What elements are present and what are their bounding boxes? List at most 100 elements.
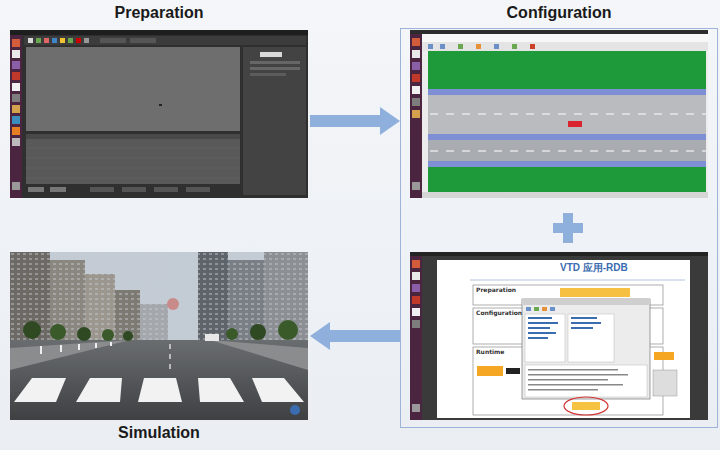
road-screenshot-part [422, 34, 708, 42]
road-screenshot-part [412, 98, 420, 106]
editor-screenshot-part [250, 61, 300, 64]
road-screenshot-part [512, 44, 517, 49]
slide-screenshot-part [528, 369, 618, 371]
slide-screenshot-part [654, 352, 674, 360]
slide-screenshot-part [412, 320, 420, 328]
section-label: Preparation [476, 287, 516, 294]
simulation-screenshot-part [76, 378, 122, 402]
slide-screenshot-part [571, 322, 601, 324]
section-label: Runtime [476, 349, 504, 356]
slide-screenshot-part [412, 296, 420, 304]
editor-screenshot-part [12, 116, 20, 124]
road-screenshot-part [412, 50, 420, 58]
simulation-screenshot-part [278, 320, 298, 340]
slide-screenshot-part [410, 256, 422, 420]
slide-screenshot-part [568, 314, 614, 362]
screenshot-panel: Simulation [10, 252, 310, 448]
simulation-screenshot-part [102, 329, 114, 341]
road-screenshot-part [412, 86, 420, 94]
editor-screenshot-part [10, 30, 308, 35]
arrow-shaft [310, 115, 381, 127]
editor-screenshot-part [10, 30, 308, 198]
slide-screenshot-part [528, 384, 623, 386]
road-screenshot-part [458, 44, 463, 49]
road-screenshot-part [530, 44, 535, 49]
simulation-screenshot-part [78, 344, 80, 350]
editor-screenshot-part [12, 138, 20, 146]
road-screenshot-part [430, 113, 706, 114]
road-screenshot-part [422, 192, 708, 198]
simulation-screenshot-part [40, 346, 42, 354]
slide-screenshot-part [528, 332, 556, 334]
slide-screenshot-part [412, 284, 420, 292]
simulation-screenshot-part [198, 378, 244, 402]
editor-screenshot-part [24, 36, 306, 45]
slide-screenshot-part [470, 280, 685, 281]
slide-screenshot-part [528, 374, 628, 376]
slide-screenshot-part [412, 272, 420, 280]
arrow-shaft [329, 330, 400, 342]
road-screenshot-part [428, 89, 706, 95]
editor-screenshot-part [26, 158, 240, 159]
screenshot-group: VTD 应用-RDBPreparationConfigurationRuntim… [400, 4, 720, 428]
slide-screenshot-part [526, 307, 531, 311]
editor-screenshot-part [12, 94, 20, 102]
slide-screenshot-part [571, 327, 593, 329]
slide-screenshot-part [525, 365, 647, 397]
editor-screenshot-part [186, 187, 210, 192]
simulation-screenshot-part [110, 342, 112, 346]
slide-screenshot-part [534, 307, 539, 311]
editor-screenshot-part [10, 35, 22, 198]
simulation-screenshot-part [250, 324, 266, 340]
slide-screenshot-part [560, 288, 630, 297]
editor-screenshot-part [250, 73, 286, 76]
road-screenshot-part [412, 38, 420, 46]
slide-screenshot-part [412, 260, 420, 268]
slide-screenshot-part [542, 307, 547, 311]
simulation-screenshot-part [169, 344, 171, 372]
road-screenshot-part [428, 161, 706, 167]
editor-screenshot-part [154, 187, 178, 192]
road-screenshot-part [422, 42, 708, 51]
road-screenshot-part [428, 167, 706, 192]
editor-screenshot-part [28, 187, 44, 192]
editor-screenshot-part [12, 105, 20, 113]
editor-screenshot-part [52, 38, 57, 43]
editor-screenshot-part [36, 38, 41, 43]
editor-screenshot-part [12, 72, 20, 80]
slide-screenshot-part [528, 379, 608, 381]
screenshot-panel: Preparation [10, 4, 310, 198]
simulation-screenshot-part [95, 343, 97, 348]
simulation-screenshot-part [252, 378, 304, 402]
road-screenshot-part [428, 51, 706, 89]
slide-screenshot-part [410, 252, 708, 256]
editor-screenshot-part [100, 38, 126, 43]
slide-screenshot-part [410, 252, 708, 420]
section-label: Configuration [476, 310, 522, 317]
editor-screenshot-part [12, 83, 20, 91]
editor-screenshot-part [130, 38, 156, 43]
simulation-screenshot-part [50, 324, 66, 340]
simulation-screenshot-part [198, 252, 308, 352]
simulation-screenshot-part [10, 252, 170, 352]
editor-screenshot-part [28, 38, 33, 43]
slide-screenshot-part [506, 368, 520, 374]
simulation-screenshot-part [138, 378, 182, 402]
road-screenshot-part [428, 140, 706, 161]
simulation-screenshot-part [167, 298, 179, 310]
road-screenshot-part [430, 150, 706, 151]
editor-screenshot-part [159, 104, 162, 106]
simulation-screenshot [10, 252, 308, 420]
road-screenshot-part [568, 121, 582, 127]
road-screenshot-part [440, 44, 445, 49]
slide-screenshot-part [572, 402, 600, 410]
simulation-screenshot-part [226, 328, 238, 340]
slide-screenshot-part [653, 370, 677, 396]
slide-screenshot-part [528, 337, 548, 339]
road-screenshot-part [428, 44, 433, 49]
slide-screenshot-part [525, 314, 565, 362]
editor-screenshot-part [122, 187, 146, 192]
